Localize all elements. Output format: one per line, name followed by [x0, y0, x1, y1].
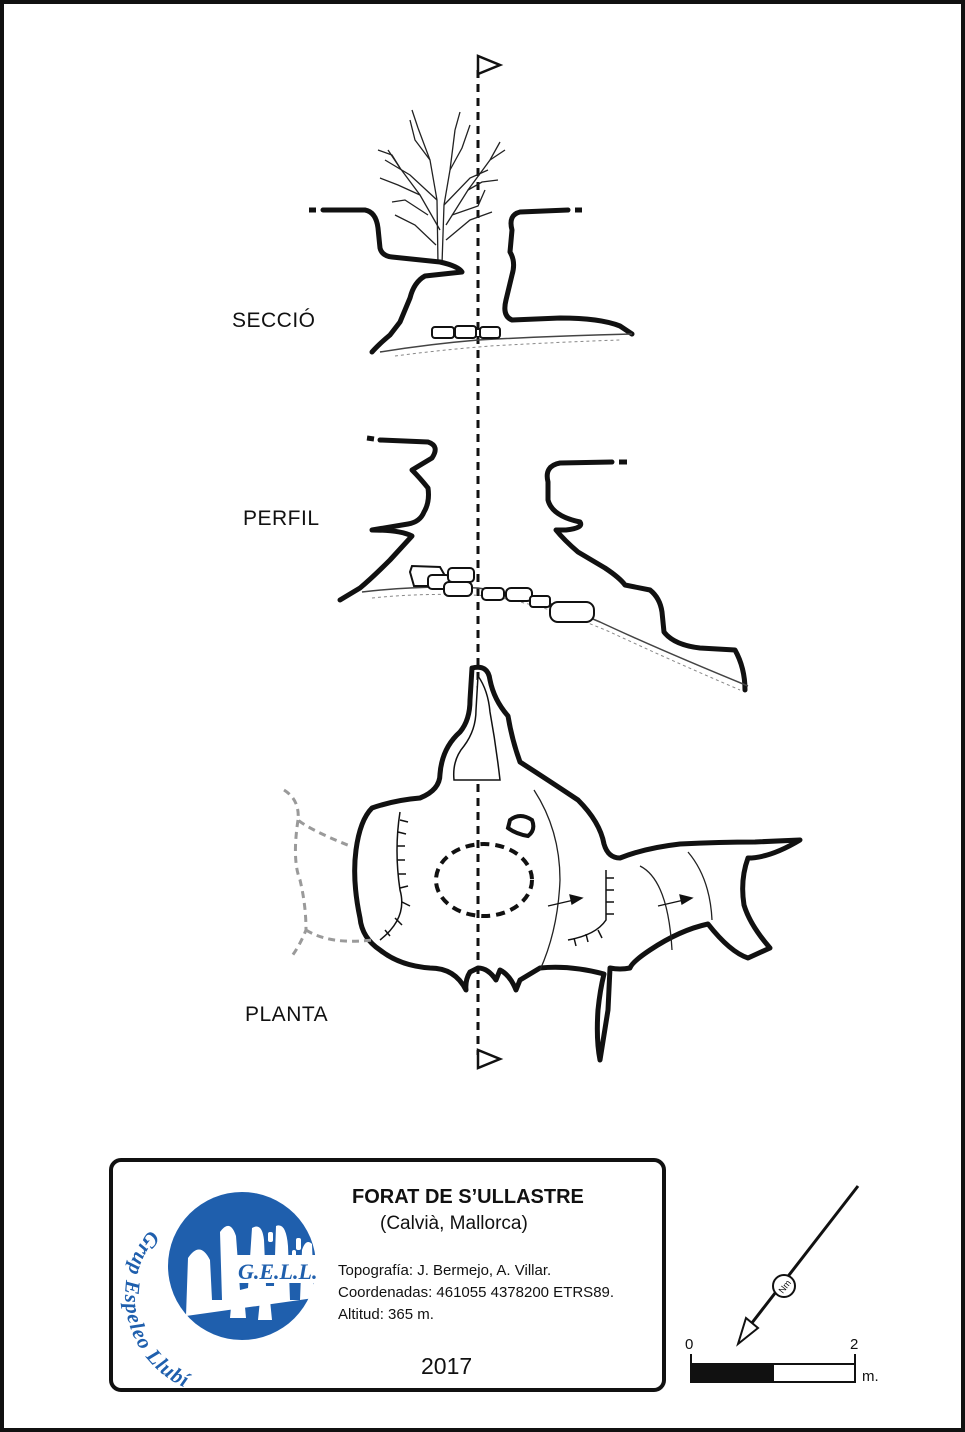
tree-icon — [377, 109, 506, 265]
scale-end: 2 — [850, 1336, 859, 1353]
cave-title: FORAT DE S’ULLASTRE — [352, 1186, 584, 1208]
compass-icon — [772, 1274, 796, 1298]
cave-location: (Calvià, Mallorca) — [380, 1213, 528, 1234]
scale-start: 0 — [685, 1336, 694, 1353]
plan-view — [283, 664, 803, 1063]
coordinates: Coordenadas: 461055 4378200 ETRS89. — [338, 1284, 615, 1301]
section-arrow-bottom-icon — [476, 1048, 504, 1070]
survey-credits: Topografía: J. Bermejo, A. Villar. — [338, 1262, 552, 1279]
logo-initials: G.E.L.L. — [238, 1259, 317, 1284]
scale-bar — [690, 1354, 856, 1383]
north-arrow: Nm — [736, 1185, 860, 1347]
profile-label: PERFIL — [243, 507, 320, 530]
section-arrow-top-icon — [476, 54, 504, 76]
gell-logo: G.E.L.L. Grup Espeleo Llubí — [120, 1192, 325, 1393]
section-view — [309, 109, 635, 357]
survey-year: 2017 — [421, 1353, 473, 1379]
altitude: Altitud: 365 m. — [338, 1306, 434, 1323]
plan-label: PLANTA — [245, 1003, 329, 1026]
scale-unit: m. — [862, 1368, 879, 1385]
section-label: SECCIÓ — [232, 309, 316, 332]
profile-view — [337, 435, 749, 693]
